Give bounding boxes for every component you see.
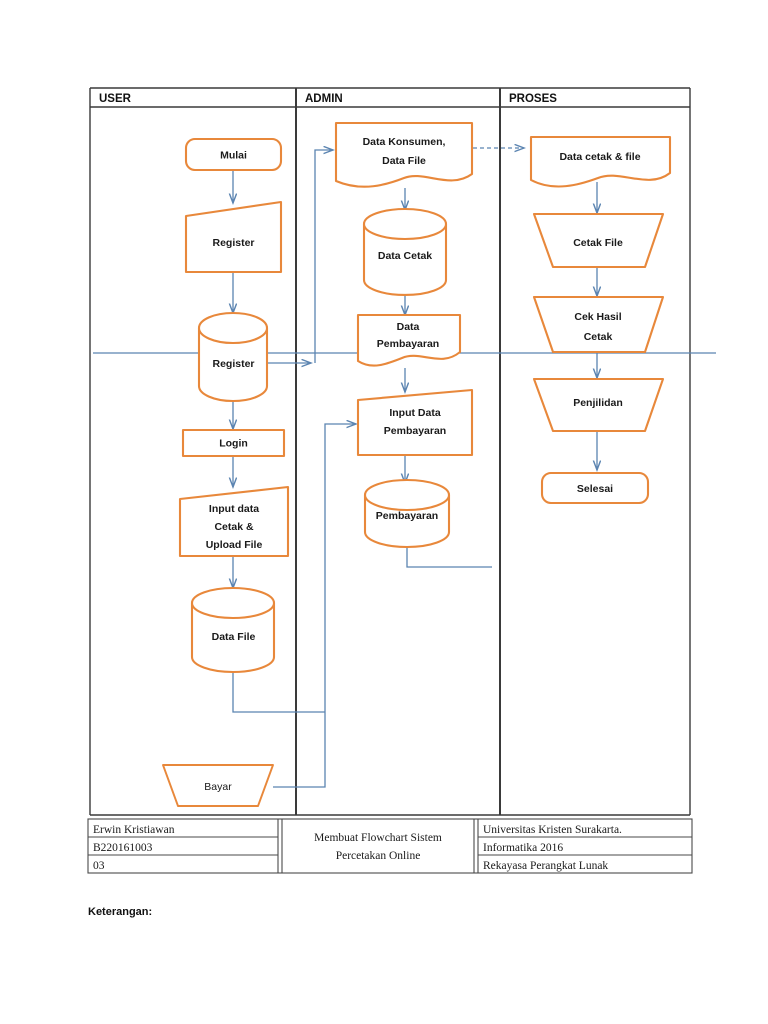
node-cetak-file[interactable]: Cetak File — [532, 212, 665, 269]
node-selesai[interactable]: Selesai — [540, 471, 650, 505]
node-register-input[interactable]: Register — [184, 200, 283, 274]
node-data-file-label: Data File — [212, 631, 256, 643]
connector-pembayarandb-outflow — [406, 546, 492, 568]
node-data-cetak-database[interactable]: Data Cetak — [362, 207, 448, 297]
title-block-subject-line1: Membuat Flowchart Sistem — [314, 832, 442, 844]
node-mulai[interactable]: Mulai — [184, 137, 283, 172]
title-block-number: 03 — [93, 860, 105, 872]
node-data-cetak-file[interactable]: Data cetak & file — [529, 135, 672, 188]
node-login[interactable]: Login — [181, 428, 286, 458]
node-bayar[interactable]: Bayar — [162, 764, 274, 807]
node-data-cetak-database-label: Data Cetak — [378, 250, 432, 262]
node-penjilidan-label: Penjilidan — [573, 397, 623, 409]
title-block-nim: B220161003 — [93, 842, 153, 854]
title-block-university: Universitas Kristen Surakarta. — [483, 824, 622, 836]
lane-user-nodes: Mulai Register Register Login Input — [162, 137, 290, 807]
node-data-konsumen-line1: Data Konsumen, — [363, 136, 446, 148]
title-block: Erwin Kristiawan B220161003 03 Membuat F… — [87, 818, 693, 874]
node-pembayaran-database[interactable]: Pembayaran — [363, 478, 451, 549]
lane-title-admin: ADMIN — [305, 93, 343, 105]
node-data-file[interactable]: Data File — [190, 586, 276, 674]
node-mulai-label: Mulai — [220, 149, 247, 161]
lane-title-user: USER — [99, 93, 132, 105]
keterangan-label: Keterangan: — [88, 906, 152, 918]
lane-headers: USER ADMIN PROSES — [99, 93, 557, 105]
title-block-course: Rekayasa Perangkat Lunak — [483, 860, 608, 872]
node-input-data-pembayaran-line2: Pembayaran — [384, 425, 446, 437]
title-block-subject-line2: Percetakan Online — [336, 850, 421, 862]
node-login-label: Login — [219, 437, 248, 449]
node-selesai-label: Selesai — [577, 483, 613, 495]
title-block-name: Erwin Kristiawan — [93, 824, 175, 836]
connector-datafile-to-inputpembayaran — [232, 672, 325, 713]
node-cek-hasil-cetak[interactable]: Cek Hasil Cetak — [532, 295, 665, 354]
node-cek-hasil-cetak-line2: Cetak — [584, 331, 613, 343]
title-block-program: Informatika 2016 — [483, 842, 563, 854]
node-register-database-label: Register — [212, 358, 254, 370]
node-register-input-label: Register — [212, 237, 254, 249]
connector-riser-to-inputpembayaran — [324, 424, 356, 712]
node-input-data-pembayaran-line1: Input Data — [389, 407, 440, 419]
node-data-pembayaran[interactable]: Data Pembayaran — [356, 313, 462, 367]
swimlane-frame — [89, 87, 691, 816]
node-penjilidan[interactable]: Penjilidan — [532, 377, 665, 433]
lane-title-proses: PROSES — [509, 93, 557, 105]
node-bayar-label: Bayar — [204, 781, 232, 793]
node-input-cetak-upload[interactable]: Input data Cetak & Upload File — [178, 485, 290, 558]
connectors — [93, 148, 716, 788]
node-input-cetak-upload-line3: Upload File — [206, 539, 263, 551]
node-cetak-file-label: Cetak File — [573, 237, 623, 249]
node-data-pembayaran-line1: Data — [397, 321, 420, 333]
node-input-cetak-upload-line1: Input data — [209, 503, 259, 515]
node-data-cetak-file-label: Data cetak & file — [559, 151, 640, 163]
node-data-pembayaran-line2: Pembayaran — [377, 338, 439, 350]
lane-proses-nodes: Data cetak & file Cetak File Cek Hasil C… — [529, 135, 672, 505]
node-register-database[interactable]: Register — [197, 311, 269, 403]
node-input-cetak-upload-line2: Cetak & — [214, 521, 254, 533]
node-pembayaran-database-label: Pembayaran — [376, 510, 438, 522]
lane-admin-nodes: Data Konsumen, Data File Data Cetak Data… — [334, 121, 474, 549]
node-input-data-pembayaran[interactable]: Input Data Pembayaran — [356, 388, 474, 457]
connector-bayar-to-riser — [273, 712, 326, 788]
connector-riser-to-datakonsumen — [314, 150, 333, 363]
node-cek-hasil-cetak-line1: Cek Hasil — [574, 311, 621, 323]
node-data-konsumen[interactable]: Data Konsumen, Data File — [334, 121, 474, 188]
node-data-konsumen-line2: Data File — [382, 155, 426, 167]
